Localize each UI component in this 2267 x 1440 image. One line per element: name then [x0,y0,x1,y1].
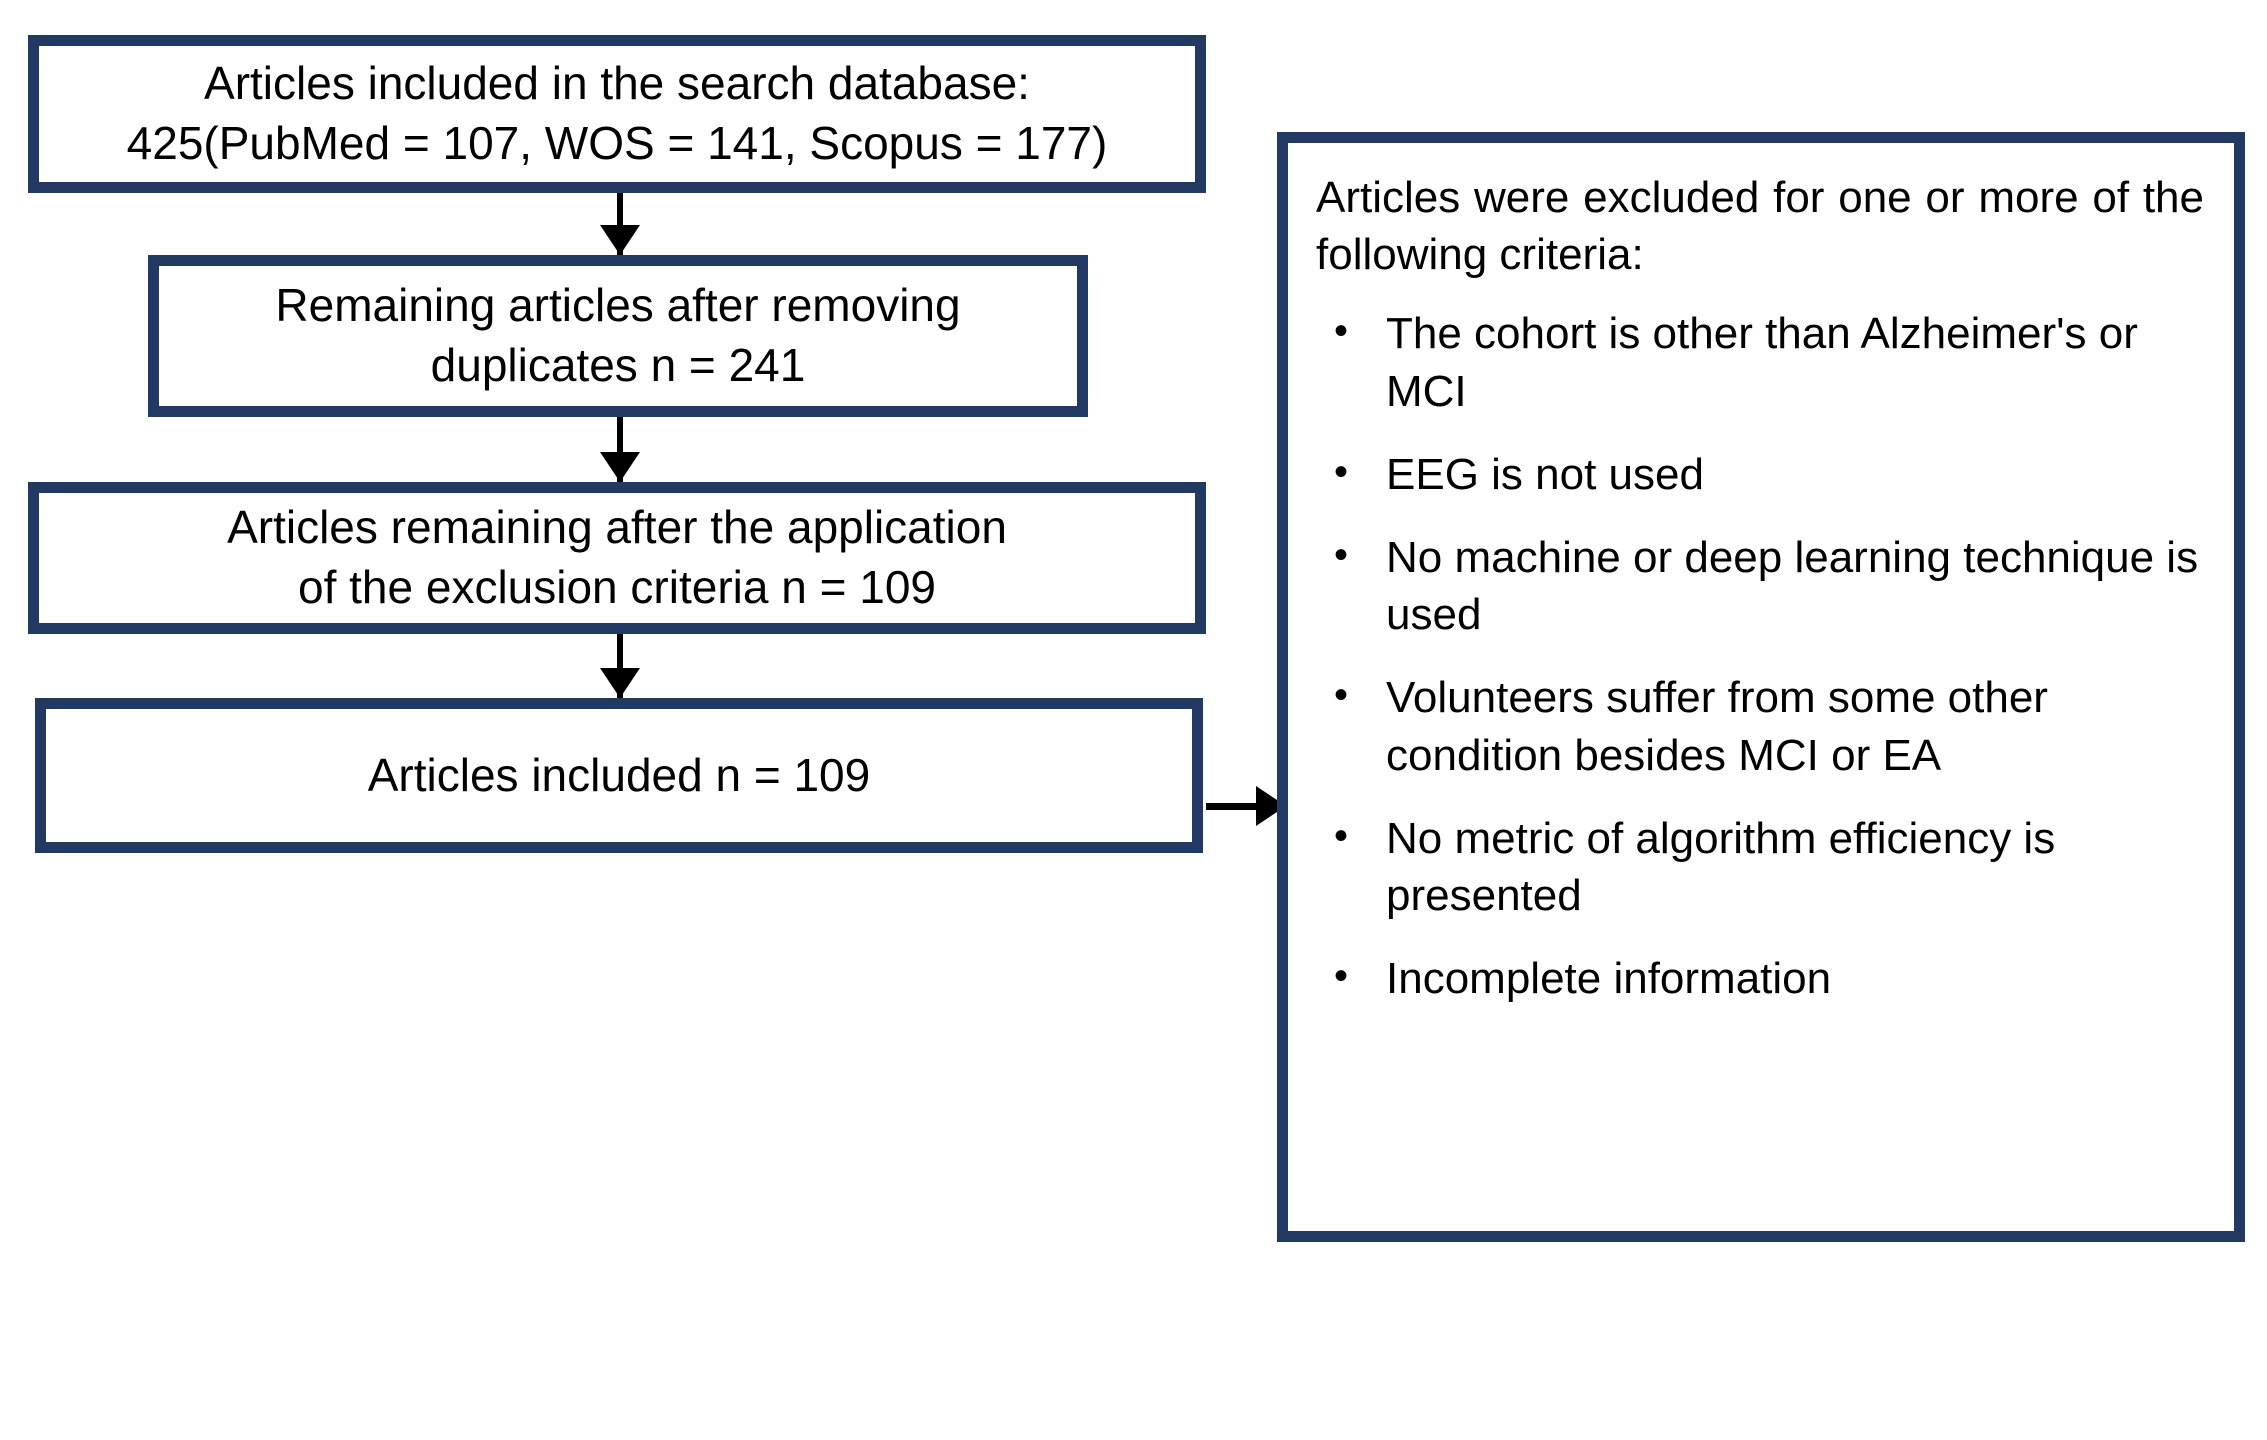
bullet-icon: • [1334,673,1349,718]
flow-box-articles-included: Articles included n = 109 [35,698,1203,853]
arrow-shaft [617,417,623,482]
flow-box-articles-included-label: Articles included n = 109 [367,748,871,801]
criteria-list-item: • No machine or deep learning technique … [1316,529,2204,643]
criteria-item-label: The cohort is other than Alzheimer's or … [1386,309,2138,416]
flow-box-search-database-label: Articles included in the search database… [126,57,1108,169]
bullet-icon: • [1334,813,1349,858]
criteria-list-item: • No metric of algorithm efficiency is p… [1316,810,2204,924]
criteria-item-label: Incomplete information [1386,954,1832,1004]
arrow-shaft [1206,803,1278,810]
criteria-panel-heading: Articles were excluded for one or more o… [1316,173,2204,280]
criteria-list-item: • Incomplete information [1316,950,2204,1007]
criteria-list-item: • EEG is not used [1316,446,2204,503]
bullet-icon: • [1334,532,1349,577]
bullet-icon: • [1334,309,1349,354]
arrow-head [600,668,640,698]
flow-box-after-exclusion-criteria-label: Articles remaining after the application… [227,501,1007,613]
criteria-list-item: • Volunteers suffer from some other cond… [1316,669,2204,783]
criteria-list: • The cohort is other than Alzheimer's o… [1316,305,2204,1007]
arrow-shaft [617,634,623,698]
criteria-item-label: Volunteers suffer from some other condit… [1386,673,2048,780]
arrow-head [600,225,640,255]
criteria-item-label: No machine or deep learning technique is… [1386,532,2199,640]
criteria-list-item: • The cohort is other than Alzheimer's o… [1316,305,2204,419]
flow-box-remove-duplicates-label: Remaining articles after removing duplic… [275,279,961,391]
arrow-shaft [617,193,623,255]
criteria-item-label: No metric of algorithm efficiency is pre… [1386,813,2056,920]
flow-box-after-exclusion-criteria: Articles remaining after the application… [28,482,1206,634]
criteria-item-label: EEG is not used [1386,449,1704,499]
flow-box-remove-duplicates: Remaining articles after removing duplic… [148,255,1088,417]
flow-box-search-database: Articles included in the search database… [28,35,1206,193]
bullet-icon: • [1334,449,1349,494]
criteria-panel: Articles were excluded for one or more o… [1277,132,2245,1242]
bullet-icon: • [1334,954,1349,999]
arrow-head [600,452,640,482]
